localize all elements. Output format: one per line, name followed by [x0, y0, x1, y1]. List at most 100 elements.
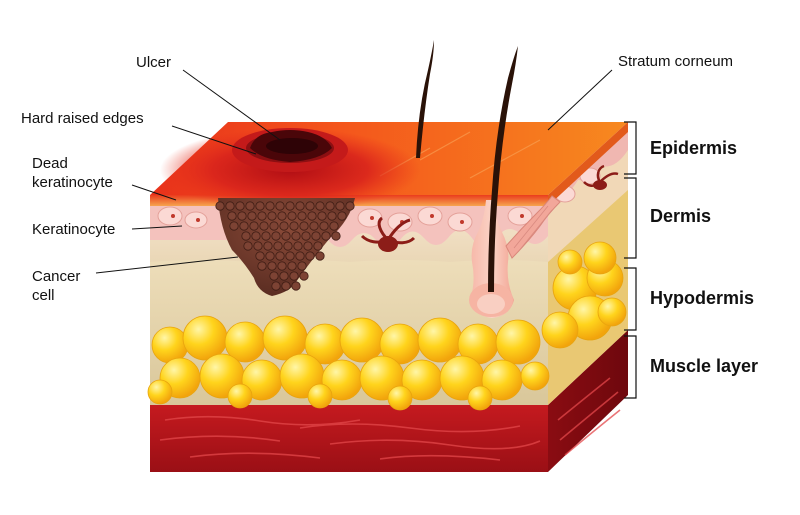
cancer-cell [335, 201, 345, 211]
layer-label-muscle: Muscle layer [650, 356, 759, 376]
cancer-cell [267, 261, 277, 271]
cancer-cell [285, 201, 295, 211]
cancer-cell [295, 251, 305, 261]
arrector-pili-muscle [505, 195, 561, 259]
cancer-cell [315, 201, 325, 211]
fat-globule [557, 249, 583, 275]
ulcer [160, 128, 420, 212]
fat-globule [339, 317, 385, 363]
cancer-cell [295, 201, 305, 211]
cancer-cell [265, 201, 275, 211]
fat-globule [387, 385, 413, 411]
cancer-cell [279, 221, 289, 231]
cancer-cell [317, 211, 327, 221]
label-ulcer: Ulcer [136, 54, 172, 71]
cancer-cell [255, 251, 265, 261]
cancer-cell [239, 221, 249, 231]
cancer-cell [271, 231, 281, 241]
cancer-cell [345, 201, 355, 211]
fat-globule [583, 241, 617, 275]
fat-globule [417, 317, 463, 363]
fat-globule [227, 383, 253, 409]
cancer-cell [297, 261, 307, 271]
cancer-cell [257, 211, 267, 221]
label-keratinocyte: Keratinocyte [32, 221, 116, 238]
cancer-cell [263, 241, 273, 251]
cancer-cell [215, 201, 225, 211]
cancer-cell [261, 231, 271, 241]
leader-lines [95, 69, 613, 274]
cancer-cell [269, 221, 279, 231]
cancer-cell [327, 211, 337, 221]
cancer-cell [265, 251, 275, 261]
cancer-cell [229, 221, 239, 231]
cancer-cell [247, 211, 257, 221]
cancer-cell [289, 221, 299, 231]
cancer-cell [281, 281, 291, 291]
cancer-cell [307, 211, 317, 221]
layer-label-hypodermis: Hypodermis [650, 288, 755, 308]
cancer-cell [309, 221, 319, 231]
fat-globule [147, 379, 173, 405]
cancer-cell [319, 221, 329, 231]
cancer-cell [235, 201, 245, 211]
cancer-cell [245, 201, 255, 211]
cancer-cell [293, 241, 303, 251]
layer-label-epidermis: Epidermis [650, 138, 738, 158]
cancer-cell [297, 211, 307, 221]
fat-globule [182, 315, 228, 361]
cancer-cell [237, 211, 247, 221]
cancer-cell [287, 261, 297, 271]
cancer-cell [277, 261, 287, 271]
cancer-cell [285, 251, 295, 261]
fat-globule [597, 297, 627, 327]
cancer-cell [255, 201, 265, 211]
label-dead-keratinocyte-1: Dead [32, 155, 68, 172]
cancer-cell [303, 241, 313, 251]
fat-globule [495, 319, 541, 365]
cancer-cell [275, 201, 285, 211]
cancer-cell [249, 221, 259, 231]
cancer-cell [283, 241, 293, 251]
cancer-cell [225, 201, 235, 211]
hair-strands [416, 40, 518, 292]
label-hard-raised-edges: Hard raised edges [21, 110, 144, 127]
cancer-cell [291, 231, 301, 241]
cancer-cell [267, 211, 277, 221]
fat-globule [262, 315, 308, 361]
cancer-cell [271, 281, 281, 291]
cancer-cell [301, 231, 311, 241]
cancer-cell [269, 271, 279, 281]
cancer-cell [313, 241, 323, 251]
cancer-cell [279, 271, 289, 281]
cancer-cell [227, 211, 237, 221]
cancer-cell [287, 211, 297, 221]
cancer-cell [259, 221, 269, 231]
cancer-cell [299, 221, 309, 231]
cancer-cell [257, 261, 267, 271]
label-stratum-corneum: Stratum corneum [618, 53, 734, 70]
cancer-cell [305, 251, 315, 261]
layer-brackets [624, 121, 637, 399]
cancer-cell [315, 251, 325, 261]
label-cancer-cell-2: cell [32, 287, 55, 304]
fat-globule [307, 383, 333, 409]
fat-cells [147, 241, 627, 411]
cancer-cell [289, 271, 299, 281]
label-cancer-cell-1: Cancer [32, 268, 81, 285]
melanocyte-side [583, 164, 619, 190]
cancer-cell [241, 231, 251, 241]
melanocyte [360, 216, 416, 252]
fat-globule [467, 385, 493, 411]
cancer-cell [331, 231, 341, 241]
cancer-cell [253, 241, 263, 251]
cancer-cell [325, 201, 335, 211]
cancer-cell [305, 201, 315, 211]
cancer-cell [243, 241, 253, 251]
cancer-cell [291, 281, 301, 291]
cancer-cell [311, 231, 321, 241]
muscle-layer [150, 330, 628, 472]
cancer-cell [299, 271, 309, 281]
cancer-cell [275, 251, 285, 261]
tumor-cells [215, 201, 355, 291]
